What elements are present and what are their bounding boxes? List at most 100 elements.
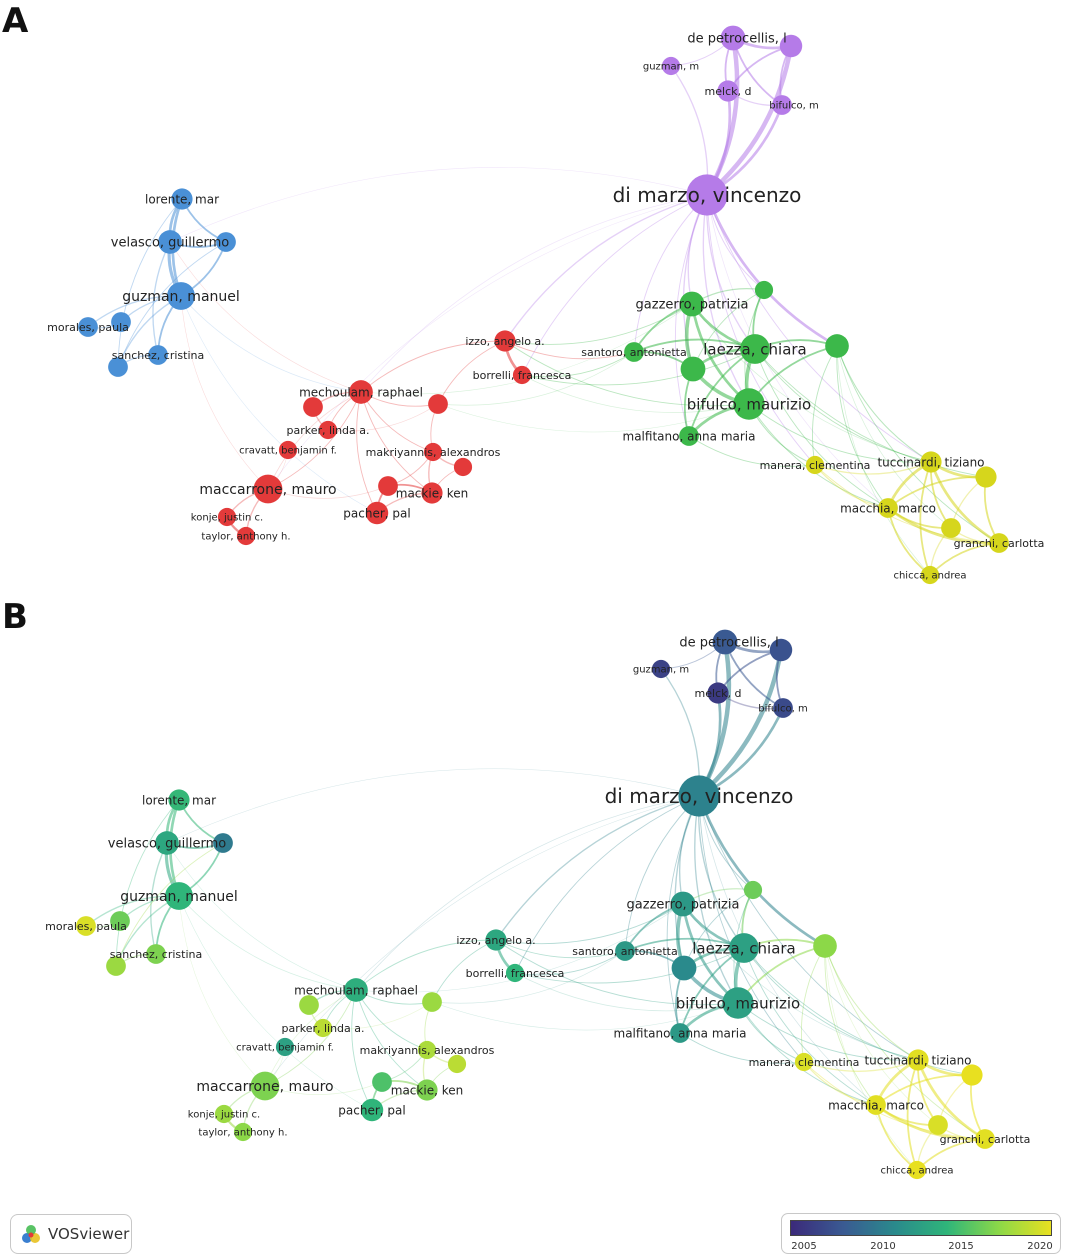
panel-a-node-chicca[interactable] (920, 565, 940, 585)
panel-a-link (748, 403, 932, 463)
panel-b-label-bifulco-maurizio: bifulco, maurizio (676, 994, 800, 1012)
panel-b-node-y1[interactable] (961, 1064, 983, 1086)
panel-a-node-macchia[interactable] (878, 498, 898, 518)
panel-b-node-laezza[interactable] (729, 933, 759, 963)
panel-a-node-g1[interactable] (754, 280, 774, 300)
panel-b-node-de-petrocellis[interactable] (712, 629, 738, 655)
panel-b-node-velasco[interactable] (155, 831, 179, 855)
panel-b-node-red3[interactable] (447, 1054, 467, 1074)
panel-a-node-malfitano[interactable] (679, 426, 699, 446)
panel-a-node-petro2[interactable] (779, 34, 803, 58)
panel-b-node-granchi[interactable] (975, 1129, 995, 1149)
panel-b-node-morales[interactable] (76, 916, 96, 936)
panel-a-node-red4[interactable] (378, 476, 398, 496)
panel-a-node-bifulco-m[interactable] (772, 95, 792, 115)
panel-b-label-di-marzo: di marzo, vincenzo (605, 784, 794, 808)
panel-b-node-malfitano[interactable] (670, 1023, 690, 1043)
panel-b-node-red4[interactable] (372, 1072, 392, 1092)
panel-a-label-tuccinardi: tuccinardi, tiziano (877, 455, 984, 469)
panel-a-node-g2[interactable] (680, 356, 706, 382)
panel-b-node-santoro[interactable] (615, 941, 635, 961)
panel-b-node-lorente[interactable] (168, 789, 190, 811)
panel-a-node-y2[interactable] (941, 518, 961, 538)
panel-a-node-morales[interactable] (78, 317, 98, 337)
panel-b-node-melck[interactable] (707, 682, 729, 704)
panel-a-node-santoro[interactable] (624, 342, 644, 362)
panel-b-node-y2[interactable] (928, 1115, 948, 1135)
panel-b-node-mechoulam[interactable] (344, 978, 368, 1002)
panel-b-node-parker[interactable] (313, 1018, 333, 1038)
panel-b-node-cravatt[interactable] (275, 1037, 295, 1057)
panel-a-node-mechoulam[interactable] (349, 380, 373, 404)
panel-b-node-g2[interactable] (671, 955, 697, 981)
panel-b-node-chicca[interactable] (907, 1160, 927, 1180)
panel-b-node-guzman-manuel[interactable] (165, 882, 193, 910)
panel-a-node-tuccinardi[interactable] (920, 451, 942, 473)
panel-a-node-velasco[interactable] (158, 230, 182, 254)
panel-b-node-red1[interactable] (299, 995, 319, 1015)
panel-a-node-gazzerro[interactable] (679, 291, 705, 317)
panel-a-node-bifulco-maurizio[interactable] (733, 388, 765, 420)
panel-b-node-maccarrone[interactable] (250, 1071, 280, 1101)
panel-a-node-sanchez[interactable] (148, 345, 168, 365)
panel-a-label-guzman-manuel: guzman, manuel (122, 289, 240, 305)
panel-a-node-pacher[interactable] (365, 501, 389, 525)
panel-b-node-makriyannis[interactable] (417, 1040, 437, 1060)
panel-a-node-di-marzo[interactable] (686, 174, 728, 216)
panel-a-node-konje[interactable] (217, 507, 237, 527)
panel-a-node-y1[interactable] (975, 466, 997, 488)
panel-b-link (743, 947, 973, 1076)
panel-a-node-lorente[interactable] (171, 188, 193, 210)
panel-a-node-borrelli[interactable] (512, 365, 532, 385)
panel-b-node-gazzerro[interactable] (670, 891, 696, 917)
panel-a-node-guzman-m[interactable] (661, 56, 681, 76)
panel-a-node-granchi[interactable] (989, 533, 1009, 553)
panel-a-node-laezza[interactable] (740, 334, 770, 364)
panel-b-node-red2[interactable] (422, 992, 442, 1012)
panel-b-node-izzo[interactable] (485, 929, 507, 951)
panel-a-node-red1[interactable] (303, 397, 323, 417)
panel-a-node-vel2[interactable] (216, 232, 236, 252)
panel-a-node-guzman-manuel[interactable] (167, 282, 195, 310)
panel-b-node-di-marzo[interactable] (678, 775, 720, 817)
panel-b-node-taylor[interactable] (233, 1122, 253, 1142)
panel-a-node-parker[interactable] (318, 420, 338, 440)
panel-b-node-blue4[interactable] (106, 956, 126, 976)
panel-a-node-red3[interactable] (453, 457, 473, 477)
panel-b-node-manera[interactable] (794, 1052, 814, 1072)
panel-a-node-blue3[interactable] (111, 312, 131, 332)
panel-a-node-manera[interactable] (805, 455, 825, 475)
panel-b-link (264, 989, 357, 1087)
panel-a-node-mackie[interactable] (421, 482, 443, 504)
panel-a-node-maccarrone[interactable] (253, 474, 283, 504)
panel-a-link (356, 391, 378, 514)
panel-a-node-izzo[interactable] (494, 330, 516, 352)
panel-b-node-borrelli[interactable] (505, 963, 525, 983)
panel-b-node-bifulco-m[interactable] (773, 698, 793, 718)
panel-b-node-macchia[interactable] (866, 1095, 886, 1115)
panel-b-node-petro2[interactable] (769, 638, 793, 662)
panel-b-node-g1[interactable] (743, 880, 763, 900)
panel-b-node-guzman-m[interactable] (651, 659, 671, 679)
panel-a-node-de-petrocellis[interactable] (720, 25, 746, 51)
panel-a-node-taylor[interactable] (236, 526, 256, 546)
panel-b-node-konje[interactable] (214, 1104, 234, 1124)
panel-a-node-g3[interactable] (825, 334, 849, 358)
panel-b-node-tuccinardi[interactable] (907, 1049, 929, 1071)
panel-a-node-red2[interactable] (428, 394, 448, 414)
panel-b-node-g3[interactable] (813, 934, 837, 958)
panel-a-node-cravatt[interactable] (278, 440, 298, 460)
panel-b-node-mackie[interactable] (416, 1079, 438, 1101)
panel-b-label-cravatt: cravatt, benjamin f. (236, 1043, 334, 1054)
panel-a-node-blue4[interactable] (108, 357, 128, 377)
panel-b-node-pacher[interactable] (360, 1098, 384, 1122)
panel-a-link (754, 348, 932, 463)
panel-b-node-sanchez[interactable] (146, 944, 166, 964)
panel-b-node-vel2[interactable] (213, 833, 233, 853)
panel-a-node-melck[interactable] (717, 80, 739, 102)
panel-a-node-makriyannis[interactable] (423, 442, 443, 462)
panel-b-node-blue3[interactable] (110, 911, 130, 931)
panel-a-label-sanchez: sanchez, cristina (112, 349, 204, 362)
panel-b-node-bifulco-maurizio[interactable] (722, 987, 754, 1019)
